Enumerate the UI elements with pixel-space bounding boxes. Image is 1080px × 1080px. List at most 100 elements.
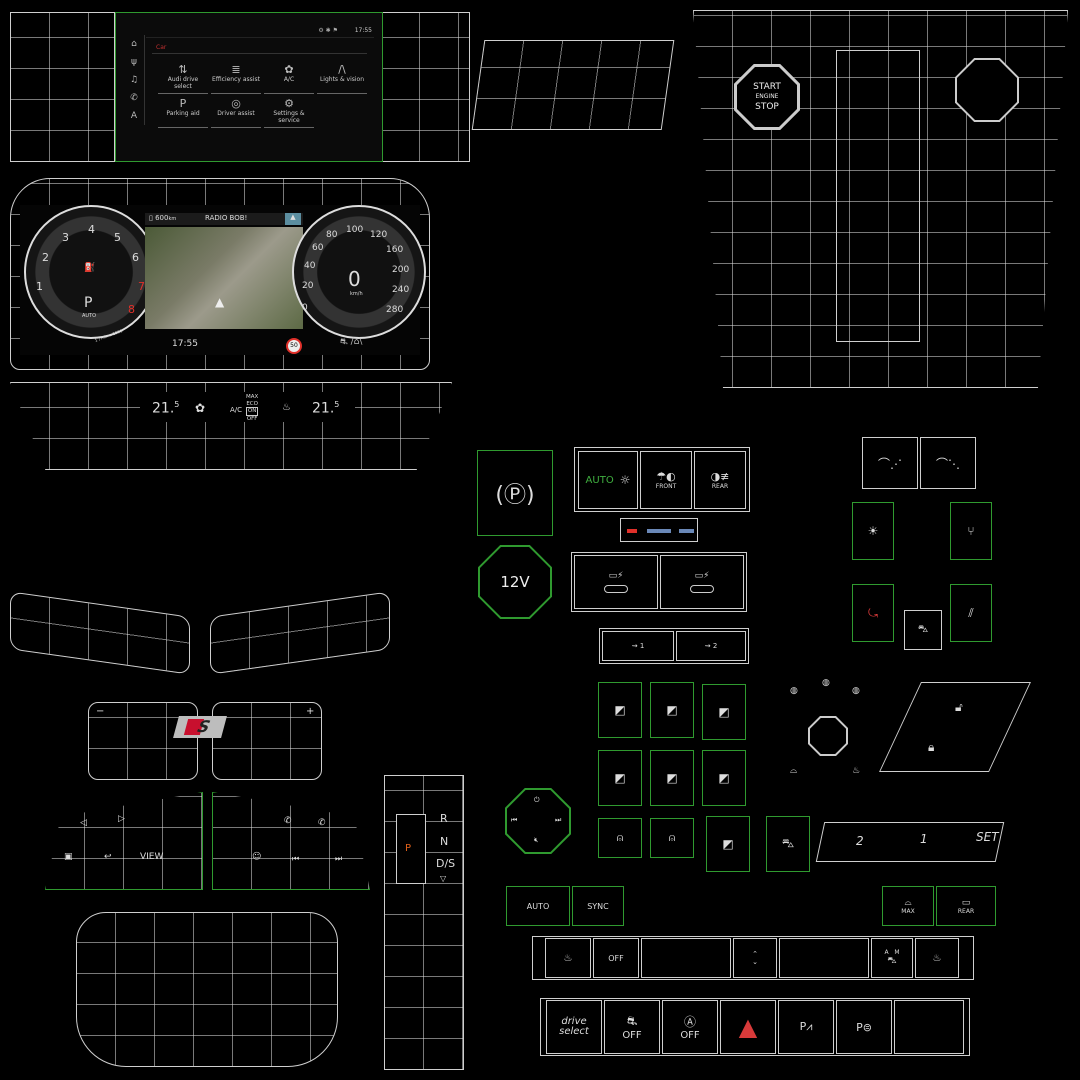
child-lock-left[interactable]: ⍝ [598,818,642,858]
max-defrost-button[interactable]: ⌓MAX [882,886,934,926]
trunk-button[interactable]: ⛍ [766,816,810,872]
gear-r[interactable]: R [440,812,448,825]
battery-charging-icon: ▭⚡ [694,571,710,581]
phone-icon[interactable]: ✆ [130,93,138,103]
temp-right-slider[interactable] [779,938,869,978]
hang-up-icon[interactable]: ✆ [318,818,326,828]
music-icon[interactable]: ♫ [129,75,139,85]
auto-lights-button[interactable]: AUTO ☼ [578,451,638,509]
tach-6: 6 [132,251,139,264]
sync-button[interactable]: SYNC [572,886,624,926]
next-track-icon[interactable]: ⏭ [335,854,343,863]
esc-off-button[interactable]: ⛐OFF [604,1000,660,1054]
navigation-icon[interactable]: A [130,111,138,121]
window-switch-1[interactable]: ◩ [598,682,642,738]
window-icon: ◩ [666,703,678,717]
tach-7: 7 [138,280,145,293]
fan-speed-button[interactable]: ⌃⌄ [733,938,777,978]
park-steering-button[interactable]: P⊜ [836,1000,892,1054]
mirror-knob[interactable] [808,716,848,756]
mirror-left-icon[interactable]: ◍ [790,686,798,696]
seat-heating-icon: ♨ [282,402,291,413]
window-switch-5[interactable]: ◩ [650,750,694,806]
steering-buttons-left [45,792,203,890]
voice-assist-icon[interactable]: ☺ [252,852,262,862]
window-switch-4[interactable]: ◩ [598,750,642,806]
seat-heat-left-button[interactable]: ♨ [545,938,591,978]
hazard-button[interactable]: ▲ [720,1000,776,1054]
auto-climate-button[interactable]: AUTO [506,886,570,926]
tile-driver-assist[interactable]: ◎Driver assist [211,97,261,128]
wiper-button[interactable]: ⫽ [950,584,992,642]
previous-track-icon[interactable]: ⏮ [292,854,300,863]
paddle-minus[interactable]: − [96,706,105,717]
seat-heat-icon: ♨ [932,952,942,964]
gear-ds[interactable]: D/S [436,857,456,870]
gear-n[interactable]: N [440,835,449,848]
memory-set-button[interactable]: SET [976,830,999,844]
rear-defrost-button[interactable]: ▭REAR [936,886,996,926]
reading-light-right-button[interactable]: ⌒⋱ [920,437,976,489]
car-trunk-icon: ⛍ [781,836,795,850]
right-arrow-icon[interactable]: ▷ [118,814,125,824]
parking-brake-button[interactable]: (Ⓟ) [477,450,553,536]
start-stop-button[interactable]: START ENGINE STOP [734,64,800,130]
park-assist-button[interactable]: P⩘ [778,1000,834,1054]
gear-mode: AUTO [82,313,97,319]
interior-light-button[interactable]: ☀ [852,502,894,560]
tile-lights-vision[interactable]: /\Lights & vision [317,63,367,94]
left-temperature: 21.5 [152,400,180,417]
air-recirculation-button[interactable]: A M⛍ [871,938,913,978]
seat-heat-right-button[interactable]: ♨ [915,938,959,978]
trunk-release-button[interactable]: ⤿ [852,584,894,642]
lock-icon[interactable]: 🔒︎ [928,740,935,754]
temp-left-slider[interactable] [641,938,731,978]
fan-off-button[interactable]: OFF [593,938,639,978]
tile-efficiency-assist[interactable]: ≣Efficiency assist [211,63,261,94]
memory-2-button[interactable]: 2 [856,834,864,848]
seat-light-button[interactable]: ⑂ [950,502,992,560]
radio-icon[interactable]: ψ [131,57,137,67]
child-lock-right[interactable]: ⍝ [650,818,694,858]
tach-3: 3 [62,231,69,244]
settings-icon: ⚙ [284,97,294,110]
menu-icon[interactable]: ▣ [64,852,73,862]
tile-settings-service[interactable]: ⚙Settings & service [264,97,314,128]
usb-port-2[interactable]: ⇝ 2 [676,631,746,661]
mirror-fold-icon[interactable]: ⌓ [790,766,798,776]
steering-airbag-cover [76,912,338,1067]
charging-port-2[interactable]: ▭⚡ [660,555,744,609]
mirror-center-icon[interactable]: ◍ [822,678,830,688]
mirror-right-icon[interactable]: ◍ [852,686,860,696]
unlock-icon[interactable]: 🔓︎ [955,700,963,714]
view-button[interactable]: VIEW [140,852,164,862]
window-switch-7[interactable]: ◩ [706,816,750,872]
charging-port-1[interactable]: ▭⚡ [574,555,658,609]
status-bar: 17:55 ⚙ ✱ ⚑ [146,27,374,38]
window-switch-2[interactable]: ◩ [650,682,694,738]
media-knob[interactable]: ⏻ ⏮ ⏭ 🔇︎ [505,788,571,854]
reading-light-left-button[interactable]: ⌒⋰ [862,437,918,489]
car-lock-button[interactable]: ⛍ [904,610,942,650]
recirculation-icon: ⛍ [887,956,897,966]
steering-spoke-left-upper [10,591,190,675]
rear-fog-button[interactable]: ◑≢ REAR [694,451,746,509]
tile-ac[interactable]: ✿A/C [264,63,314,94]
tile-audi-drive-select[interactable]: ⇅Audi drive select [158,63,208,94]
window-switch-3[interactable]: ◩ [702,684,746,740]
home-icon[interactable]: ⌂ [131,39,137,49]
blank-switch[interactable] [894,1000,964,1054]
paddle-plus[interactable]: + [306,706,315,717]
front-fog-button[interactable]: ☂◐ FRONT [640,451,692,509]
window-switch-6[interactable]: ◩ [702,750,746,806]
memory-1-button[interactable]: 1 [920,832,928,846]
left-arrow-icon[interactable]: ◁ [80,818,87,828]
mirror-heat-icon[interactable]: ♨ [852,766,861,776]
paddle-shifter-right [212,702,322,780]
back-icon[interactable]: ↩ [104,852,112,862]
phone-icon[interactable]: ✆ [284,816,292,826]
usb-port-1[interactable]: ⇝ 1 [602,631,674,661]
